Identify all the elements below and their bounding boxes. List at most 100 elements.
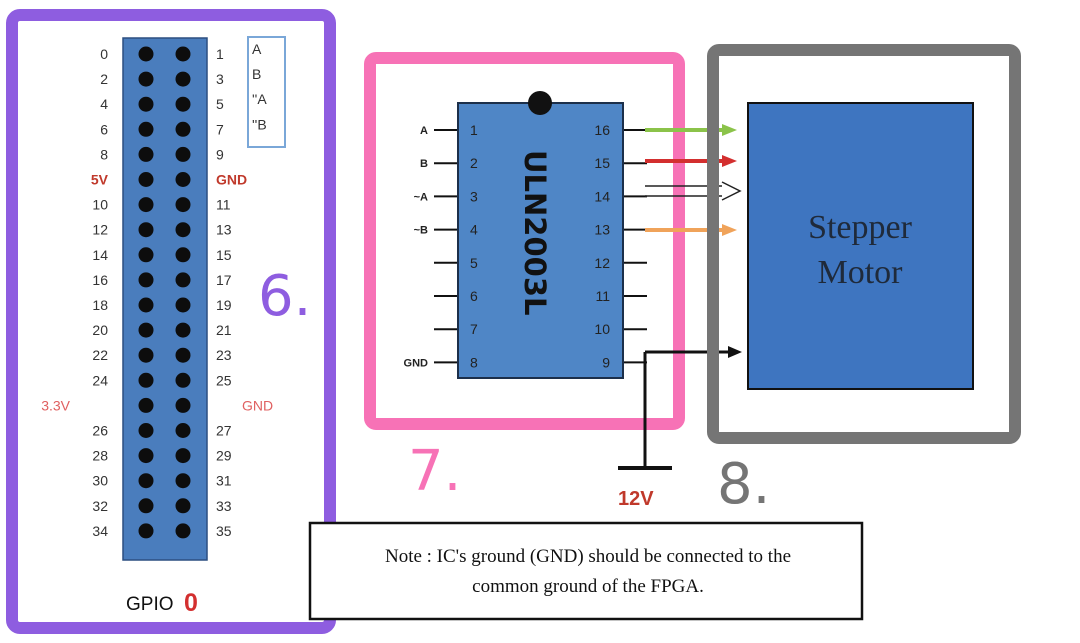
gpio-right-pin-label: 29 [216, 448, 232, 464]
gpio-left-pin-label: 14 [92, 247, 108, 263]
gpio-pin-dot [138, 247, 154, 263]
signal-label: A [252, 41, 262, 57]
gpio-left-pin-label: 28 [92, 448, 108, 464]
gpio-label-number: 0 [184, 589, 198, 617]
gpio-pin-dot [175, 272, 191, 288]
gpio-pin-dot [175, 347, 191, 363]
gpio-right-pin-label: 17 [216, 272, 232, 288]
gpio-pin-dot [138, 448, 154, 464]
gpio-left-pin-label: 10 [92, 197, 108, 213]
gpio-pin-dot [138, 96, 154, 112]
ic-notch [528, 91, 552, 115]
gpio-left-pin-label: 2 [100, 71, 108, 87]
gpio-pin-dots [138, 46, 191, 539]
ic-right-pin-number: 14 [594, 188, 610, 204]
gpio-pin-dot [175, 247, 191, 263]
gpio-pin-dot [175, 523, 191, 539]
common-wire-arrow [728, 346, 742, 358]
motor-body [747, 102, 974, 390]
gpio-right-pin-label: 7 [216, 121, 224, 137]
ic-input-label: ~B [414, 225, 428, 237]
ic-right-pin-number: 15 [594, 155, 610, 171]
gpio-pin-dot [138, 347, 154, 363]
gpio-right-pin-label: 1 [216, 46, 224, 62]
gpio-left-pin-label: 0 [100, 46, 108, 62]
gpio-right-pin-label: 31 [216, 473, 232, 489]
gpio-pin-dot [175, 46, 191, 62]
section-number-7: 7. [408, 439, 461, 504]
gpio-left-pin-label: 5V [91, 172, 109, 188]
motor-label-line2: Motor [818, 254, 904, 291]
gpio-left-pin-label: 22 [92, 347, 108, 363]
gpio-pin-dot [138, 46, 154, 62]
gpio-left-pin-label: 34 [92, 523, 108, 539]
gpio-right-pin-label: 11 [216, 197, 231, 213]
gpio-pin-dot [138, 121, 154, 137]
signal-label: ''A [252, 91, 267, 107]
gpio-left-pin-label: 26 [92, 423, 108, 439]
ic-frame [364, 52, 685, 430]
gpio-pin-dot [138, 197, 154, 213]
gpio-pin-dot [138, 297, 154, 313]
ic-left-pin-number: 2 [470, 155, 478, 171]
ic-right-pin-number: 16 [594, 122, 610, 138]
gpio-right-pin-label: 19 [216, 297, 232, 313]
gpio-right-pin-label: 5 [216, 96, 224, 112]
ic-pin-lines [434, 129, 647, 364]
gpio-pin-dot [175, 498, 191, 514]
ic-right-pin-number: 13 [594, 222, 610, 238]
gpio-pin-dot [138, 222, 154, 238]
gpio-left-pin-label: 16 [92, 272, 108, 288]
gpio-header-body [122, 37, 208, 561]
gpio-pin-dot [175, 397, 191, 413]
gpio-right-pin-label: GND [242, 397, 273, 413]
gpio-pin-dot [175, 172, 191, 187]
gpio-left-pin-label: 20 [92, 322, 108, 338]
gpio-right-pin-label: 21 [216, 322, 232, 338]
gpio-frame [6, 9, 336, 634]
gpio-pin-dot [175, 423, 191, 438]
note-line1: Note : IC's ground (GND) should be conne… [385, 546, 791, 567]
gpio-pin-dot [175, 473, 191, 489]
motor-section: Stepper Motor 8. [707, 44, 1021, 517]
gpio-pin-dot [175, 146, 191, 162]
section-number-8: 8. [717, 452, 770, 517]
gpio-pin-dot [138, 272, 154, 288]
ic-body [457, 102, 624, 379]
ic-right-pin-number: 9 [602, 354, 610, 370]
ic-left-pin-number: 5 [470, 255, 478, 271]
wire-green-arrow [722, 124, 737, 136]
ic-left-pin-number: 7 [470, 321, 478, 337]
gpio-pin-dot [138, 397, 154, 413]
ic-left-pin-number: 8 [470, 354, 478, 370]
gpio-left-pin-label: 18 [92, 297, 108, 313]
signal-label: B [252, 66, 261, 82]
gpio-right-pin-label: 33 [216, 498, 232, 514]
gpio-pin-dot [138, 423, 154, 438]
wire-red-arrow [722, 155, 737, 167]
gpio-right-pin-label: 35 [216, 523, 232, 539]
section-number-6: 6. [258, 264, 311, 329]
ic-left-pin-number: 6 [470, 288, 478, 304]
gpio-pin-dot [175, 197, 191, 213]
gpio-pin-dot [175, 121, 191, 137]
gpio-pin-dot [138, 322, 154, 338]
motor-frame [707, 44, 1021, 444]
gpio-pin-dot [138, 523, 154, 539]
gpio-right-pin-label: 25 [216, 372, 232, 388]
gpio-pin-dot [175, 448, 191, 464]
gpio-pin-dot [175, 222, 191, 238]
gpio-right-pin-label: GND [216, 172, 247, 188]
signal-box [247, 36, 286, 148]
gpio-pin-dot [175, 322, 191, 338]
gpio-left-pin-label: 24 [92, 372, 108, 388]
note-box: Note : IC's ground (GND) should be conne… [308, 521, 864, 621]
gpio-pin-dot [138, 172, 154, 187]
